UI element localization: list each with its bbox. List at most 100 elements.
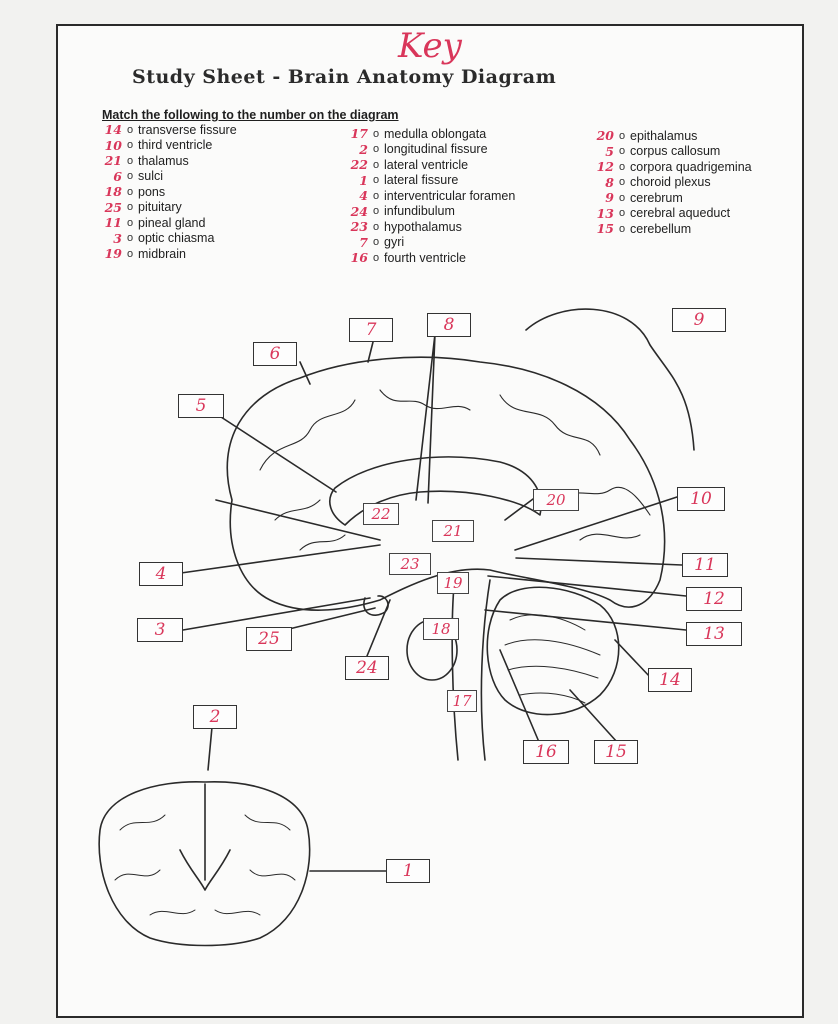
bullet-circle-icon: o xyxy=(372,236,380,249)
leader-line-2 xyxy=(207,726,213,771)
diagram-label-13: 13 xyxy=(686,622,742,646)
term-label: corpora quadrigemina xyxy=(630,159,752,174)
coronal-ventricles xyxy=(179,849,231,891)
term-label: interventricular foramen xyxy=(384,188,516,203)
answer-number: 23 xyxy=(350,219,368,235)
term-label: longitudinal fissure xyxy=(384,142,488,157)
diagram-label-21: 21 xyxy=(432,520,474,542)
diagram-label-5: 5 xyxy=(178,394,224,418)
diagram-label-24: 24 xyxy=(345,656,389,680)
term-label: lateral ventricle xyxy=(384,157,469,172)
answer-number: 15 xyxy=(596,221,614,237)
answer-number: 4 xyxy=(359,188,368,204)
term-label: cerebral aqueduct xyxy=(630,206,731,221)
diagram-label-11: 11 xyxy=(682,553,728,577)
answer-number: 1 xyxy=(359,172,368,188)
term-label: pons xyxy=(138,184,166,199)
bullet-circle-icon: o xyxy=(372,174,380,187)
bullet-circle-icon: o xyxy=(372,158,380,171)
page-title: Study Sheet - Brain Anatomy Diagram xyxy=(132,66,557,88)
bullet-circle-icon: o xyxy=(618,207,626,220)
answer-number: 18 xyxy=(104,184,122,200)
answer-number: 11 xyxy=(104,215,122,231)
term-label: midbrain xyxy=(138,246,186,261)
answer-number: 9 xyxy=(605,190,614,206)
bullet-circle-icon: o xyxy=(126,185,134,198)
cerebrum-outline xyxy=(226,356,666,611)
diagram-label-20: 20 xyxy=(533,489,579,511)
diagram-label-22: 22 xyxy=(363,503,399,525)
brainstem-outline xyxy=(451,574,491,761)
diagram-label-4: 4 xyxy=(139,562,183,586)
bullet-circle-icon: o xyxy=(126,216,134,229)
diagram-label-23: 23 xyxy=(389,553,431,575)
answer-number: 3 xyxy=(113,230,122,246)
bullet-circle-icon: o xyxy=(372,251,380,264)
corpus-callosum-arc xyxy=(329,456,542,526)
term-label: lateral fissure xyxy=(384,173,459,188)
diagram-label-2: 2 xyxy=(193,705,237,729)
answer-number: 14 xyxy=(104,122,122,138)
cerebellum-outline xyxy=(486,586,620,716)
diagram-label-14: 14 xyxy=(648,668,692,692)
answer-number: 2 xyxy=(359,141,368,157)
coronal-brain-outline xyxy=(98,781,311,947)
answer-number: 16 xyxy=(350,250,368,266)
bullet-circle-icon: o xyxy=(126,123,134,136)
term-label: transverse fissure xyxy=(138,122,237,137)
diagram-label-15: 15 xyxy=(594,740,638,764)
bullet-circle-icon: o xyxy=(126,139,134,152)
answer-number: 6 xyxy=(113,168,122,184)
bullet-circle-icon: o xyxy=(618,191,626,204)
bullet-circle-icon: o xyxy=(126,247,134,260)
answer-number: 5 xyxy=(605,143,614,159)
term-label: epithalamus xyxy=(630,128,698,143)
term-label: cerebellum xyxy=(630,221,692,236)
bullet-circle-icon: o xyxy=(618,129,626,142)
matching-instructions: Match the following to the number on the… xyxy=(102,108,399,122)
bullet-circle-icon: o xyxy=(372,143,380,156)
bullet-circle-icon: o xyxy=(126,201,134,214)
answer-key-heading: Key xyxy=(398,26,462,66)
coronal-gyri xyxy=(114,814,296,916)
cerebellum-folia xyxy=(504,614,601,704)
bullet-circle-icon: o xyxy=(372,205,380,218)
term-label: choroid plexus xyxy=(630,175,711,190)
diagram-label-12: 12 xyxy=(686,587,742,611)
bullet-circle-icon: o xyxy=(126,232,134,245)
diagram-label-25: 25 xyxy=(246,627,292,651)
diagram-label-3: 3 xyxy=(137,618,183,642)
bullet-circle-icon: o xyxy=(618,222,626,235)
diagram-label-17: 17 xyxy=(447,690,477,712)
bullet-circle-icon: o xyxy=(372,189,380,202)
term-label: sulci xyxy=(138,169,164,184)
bullet-circle-icon: o xyxy=(618,160,626,173)
answer-number: 25 xyxy=(104,199,122,215)
bullet-circle-icon: o xyxy=(618,145,626,158)
diagram-label-7: 7 xyxy=(349,318,393,342)
diagram-label-9: 9 xyxy=(672,308,726,332)
term-label: hypothalamus xyxy=(384,219,462,234)
diagram-label-16: 16 xyxy=(523,740,569,764)
diagram-label-19: 19 xyxy=(437,572,469,594)
cerebrum-bracket xyxy=(525,308,695,451)
diagram-label-1: 1 xyxy=(386,859,430,883)
